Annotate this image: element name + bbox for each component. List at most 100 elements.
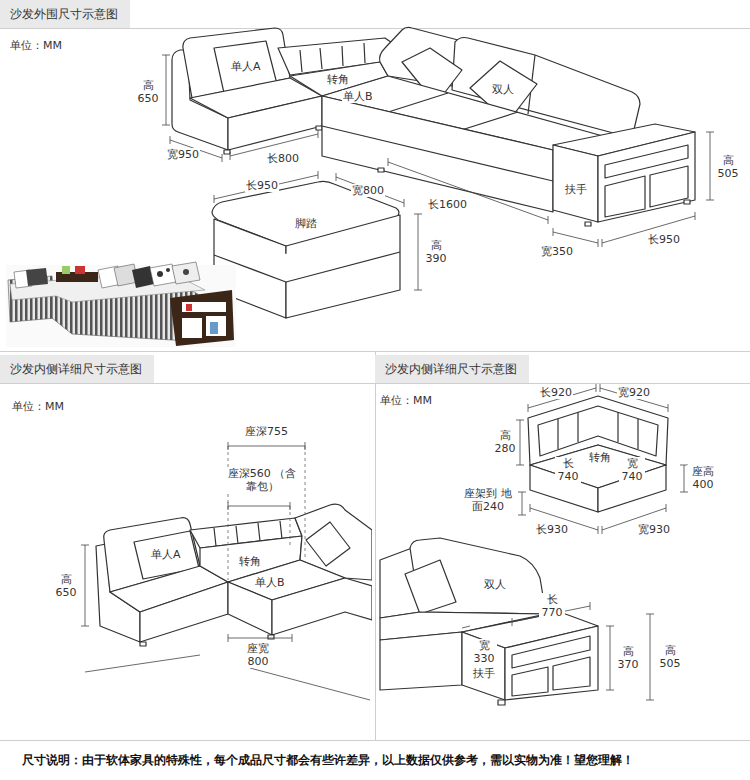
sofa-drawing <box>214 252 400 282</box>
sofa-photo <box>183 269 189 275</box>
dimension-label: 宽800 <box>351 184 385 197</box>
sofa-photo <box>182 302 226 312</box>
sofa-photo <box>6 265 236 347</box>
dimension-line <box>162 55 170 125</box>
dimension-line <box>336 173 404 207</box>
panel-frame <box>0 740 750 741</box>
dimension-label: 扶手 <box>472 667 496 680</box>
dimension-line <box>602 212 695 247</box>
dimension-line <box>228 634 292 642</box>
dimension-label: 单位：MM <box>11 400 65 413</box>
section-tab: 沙发内侧详细尺寸示意图 <box>0 355 154 383</box>
dimension-label: 转角 <box>326 73 350 86</box>
sofa-photo <box>6 262 236 347</box>
dimension-label: 高 505 <box>657 644 683 670</box>
dimension-label: 长950 <box>647 233 681 246</box>
sofa-drawing <box>322 96 553 212</box>
sofa-drawing <box>553 145 598 222</box>
dimension-label: 高 370 <box>615 645 641 671</box>
dimension-label: 单位：MM <box>9 39 63 52</box>
section-title: 沙发内侧详细尺寸示意图 <box>10 361 142 378</box>
dimension-label: 转角 <box>588 451 612 464</box>
sofa-drawing <box>505 626 598 700</box>
sofa-photo <box>26 268 48 286</box>
dimension-line <box>228 442 305 450</box>
dimension-label: 长 740 <box>555 457 581 483</box>
sofa-drawing <box>498 700 505 705</box>
sofa-drawing <box>553 657 590 690</box>
panel-frame <box>0 351 750 352</box>
sofa-drawing <box>322 126 553 181</box>
sofa-drawing <box>605 176 645 217</box>
dimension-line <box>600 384 668 412</box>
dimension-label: 单人A <box>230 60 262 73</box>
sofa-drawing <box>228 582 272 635</box>
dimension-label: 转角 <box>238 555 262 568</box>
dimension-label: 宽 330 <box>471 639 497 665</box>
dimension-label: 长800 <box>266 152 300 165</box>
dimension-label: 座宽 800 <box>242 642 274 668</box>
dimension-line <box>706 132 714 200</box>
sofa-drawing <box>528 396 668 465</box>
dimension-line <box>528 384 596 412</box>
dimension-label: 单人A <box>150 548 182 561</box>
dimension-label: 宽950 <box>166 148 200 161</box>
dimension-line <box>81 545 89 626</box>
sofa-drawing <box>172 27 695 318</box>
sofa-photo <box>186 304 192 311</box>
sofa-photo <box>166 268 170 272</box>
sofa-drawing <box>81 442 372 700</box>
sofa-drawing <box>140 582 228 642</box>
sofa-drawing <box>306 522 350 566</box>
section-title: 沙发外围尺寸示意图 <box>10 6 118 23</box>
sofa-drawing <box>140 642 146 646</box>
sofa-drawing <box>598 132 695 222</box>
dimension-label: 单人B <box>254 576 286 589</box>
sofa-photo <box>182 318 202 338</box>
panel-frame <box>375 352 376 740</box>
dimension-label: 长1600 <box>427 198 468 211</box>
caption: 尺寸说明：由于软体家具的特殊性，每个成品尺寸都会有些许差异，以上数据仅供参考，需… <box>22 752 634 769</box>
sofa-photo <box>170 290 234 346</box>
dimension-label: 脚踏 <box>294 217 318 230</box>
dimension-line <box>606 626 614 690</box>
section-title: 沙发内侧详细尺寸示意图 <box>385 361 517 378</box>
sofa-drawing <box>684 200 690 204</box>
dimension-line <box>518 492 526 515</box>
sofa-photo <box>172 262 200 284</box>
sofa-drawing <box>228 96 322 150</box>
dimension-line <box>85 655 370 700</box>
sofa-photo <box>210 322 218 334</box>
sofa-drawing <box>558 412 638 449</box>
dimension-label: 座高 400 <box>687 465 719 491</box>
sofa-photo <box>75 266 85 274</box>
sofa-drawing <box>224 150 230 154</box>
dimension-label: 双人 <box>483 578 507 591</box>
sofa-drawing <box>272 578 372 635</box>
dimension-line <box>388 158 548 224</box>
sofa-drawing <box>512 667 548 696</box>
sofa-drawing <box>316 126 322 130</box>
dimension-label: 长920 <box>539 386 573 399</box>
section-tab: 沙发外围尺寸示意图 <box>0 0 130 28</box>
dimension-line <box>414 214 422 290</box>
dimension-line <box>214 171 318 203</box>
dimension-label: 宽920 <box>617 386 651 399</box>
panel-frame <box>0 29 750 741</box>
dimension-label: 座架到 地面240 <box>460 487 516 513</box>
dimension-label: 双人 <box>491 83 515 96</box>
dimension-label: 高 280 <box>492 429 518 455</box>
dimension-line <box>81 442 370 700</box>
sofa-drawing <box>96 504 372 646</box>
dimension-label: 长 770 <box>539 593 565 619</box>
dimension-label: 单位：MM <box>379 394 433 407</box>
dimension-label: 宽930 <box>637 523 671 536</box>
dimension-line <box>228 502 290 510</box>
sofa-drawing <box>380 632 462 690</box>
dimension-line <box>516 384 688 534</box>
dimension-label: 高 650 <box>135 79 161 105</box>
dimension-label: 高 650 <box>53 573 79 599</box>
dimension-label: 宽350 <box>540 245 574 258</box>
dimension-label: 扶手 <box>564 183 588 196</box>
sofa-drawing <box>585 222 591 226</box>
